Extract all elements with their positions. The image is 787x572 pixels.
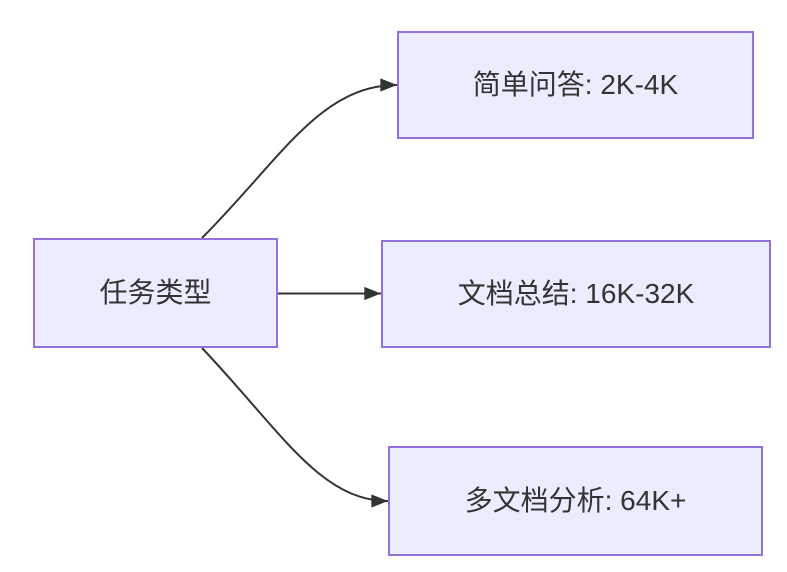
node-task-type-label: 任务类型 — [99, 277, 212, 309]
node-multi-doc-analysis: 多文档分析: 64K+ — [388, 446, 763, 556]
node-doc-summary: 文档总结: 16K-32K — [381, 240, 771, 348]
node-multi-doc-analysis-label: 多文档分析: 64K+ — [464, 485, 687, 517]
node-task-type: 任务类型 — [33, 238, 278, 348]
node-simple-qa: 简单问答: 2K-4K — [397, 31, 754, 139]
node-doc-summary-label: 文档总结: 16K-32K — [457, 278, 695, 310]
node-simple-qa-label: 简单问答: 2K-4K — [472, 69, 679, 101]
edge-task-type-to-simple-qa — [201, 78, 398, 239]
edge-task-type-to-multi-doc-analysis — [201, 347, 389, 508]
